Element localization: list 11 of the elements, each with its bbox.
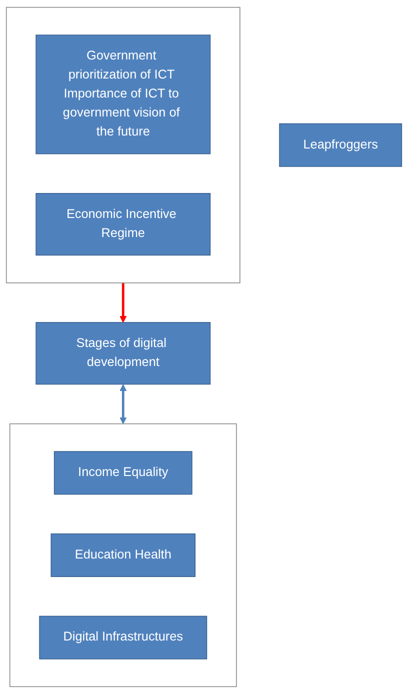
cluster xyxy=(6,6,240,283)
node-box: Digital Infrastructures xyxy=(39,615,208,659)
node-box: Government prioritization of ICT Importance of ICT to government vision of the future xyxy=(36,34,211,154)
node-box: Education Health xyxy=(50,532,196,576)
node-box: Stages of digital development xyxy=(36,322,211,384)
arrow xyxy=(120,384,127,424)
arrow xyxy=(120,282,127,322)
cluster xyxy=(9,422,237,687)
node-box: Leapfroggers xyxy=(279,122,402,166)
node-box: Income Equality xyxy=(54,450,192,494)
node-box: Economic Incentive Regime xyxy=(36,192,211,256)
